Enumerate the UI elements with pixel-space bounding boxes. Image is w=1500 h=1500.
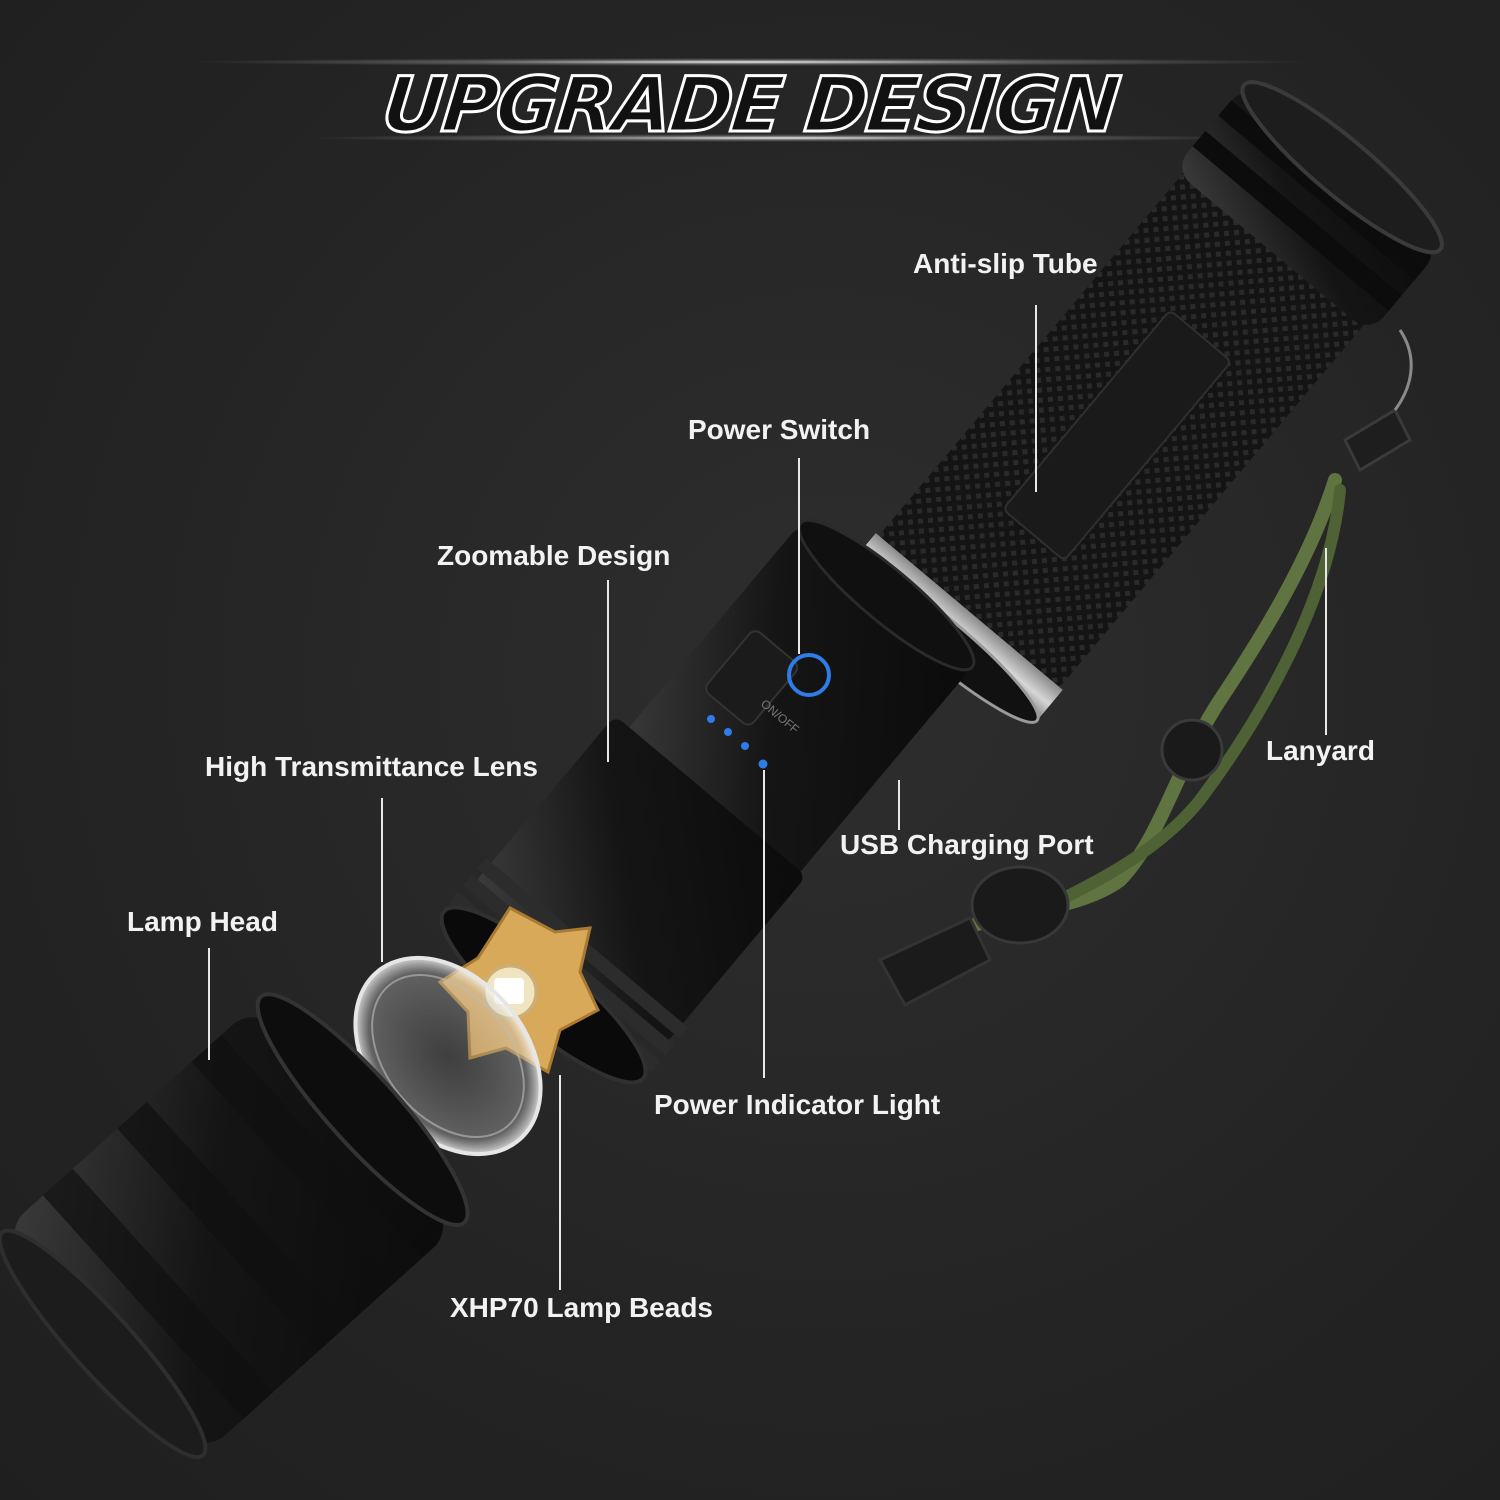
leader-lines bbox=[208, 305, 1327, 1290]
label-high-transmittance-lens: High Transmittance Lens bbox=[205, 751, 538, 782]
lamp-head bbox=[0, 992, 470, 1460]
label-lamp-head: Lamp Head bbox=[127, 906, 278, 937]
label-zoomable-design: Zoomable Design bbox=[437, 540, 671, 571]
anti-slip-tube bbox=[847, 80, 1444, 724]
label-usb-charging-port: USB Charging Port bbox=[840, 829, 1094, 860]
power-indicator-lights bbox=[707, 715, 768, 769]
label-power-switch: Power Switch bbox=[688, 414, 871, 445]
label-xhp70-lamp-beads: XHP70 Lamp Beads bbox=[450, 1292, 713, 1323]
lanyard bbox=[877, 329, 1413, 1008]
power-button-icon bbox=[787, 653, 831, 697]
title-glow-top bbox=[180, 58, 1320, 66]
label-power-indicator-light: Power Indicator Light bbox=[654, 1089, 941, 1120]
label-lanyard: Lanyard bbox=[1266, 735, 1375, 766]
title-glow-bottom bbox=[300, 134, 1260, 142]
label-anti-slip-tube: Anti-slip Tube bbox=[913, 248, 1098, 279]
power-switch bbox=[705, 630, 799, 726]
